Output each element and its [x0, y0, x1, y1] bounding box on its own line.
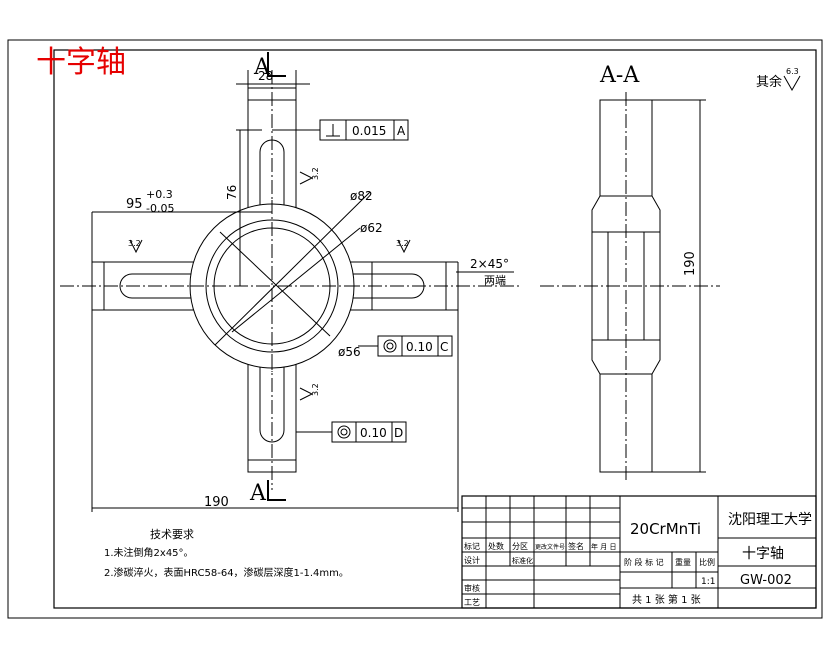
conc-c-value: 0.10: [406, 340, 433, 354]
tb-standard: 标准化: [512, 556, 533, 565]
dim-dia56: ø56: [338, 345, 361, 359]
dim-dia62: ø62: [360, 221, 383, 235]
inner-border: [53, 49, 817, 609]
tb-ratio: 比例: [699, 557, 715, 567]
title-block: [461, 495, 817, 609]
section-mark-top: A: [253, 55, 271, 80]
dim-both-ends: 两端: [484, 274, 506, 287]
dim-95: 95: [126, 197, 143, 212]
red-part-title: 十字轴: [36, 45, 126, 80]
tb-mark: 标记: [464, 541, 480, 551]
dim-tol-plus: +0.3: [146, 188, 173, 201]
hub-mid-circle: [205, 219, 339, 353]
tech-item-1: 1.未注倒角2x45°。: [104, 546, 194, 559]
tb-count: 处数: [488, 541, 504, 551]
tolerance-frame-perp: [319, 119, 409, 141]
surface-rest-symbol: [783, 75, 801, 92]
section-label: A-A: [599, 63, 640, 88]
tb-design: 设计: [464, 555, 480, 565]
roughness-left: 3.2: [128, 239, 141, 248]
dim-28: 28: [258, 69, 273, 83]
sheets-text: 共 1 张 第 1 张: [632, 593, 701, 606]
tb-stage-mark: 阶 段 标 记: [624, 557, 664, 567]
conc-d-datum: D: [394, 426, 403, 440]
tb-zone: 分区: [512, 542, 528, 551]
dia82-leader: [214, 191, 371, 346]
dim-190-bottom: 190: [204, 495, 229, 510]
tolerance-frame-conc-c: [377, 335, 453, 357]
tb-change-doc: 更改文件号: [535, 543, 565, 551]
roughness-right: 3.2: [396, 239, 409, 248]
left-arm: [91, 261, 206, 311]
perp-datum: A: [397, 124, 406, 138]
perp-value: 0.015: [352, 124, 386, 138]
conc-c-datum: C: [440, 340, 448, 354]
dia62-leader: [231, 227, 361, 333]
scale-value: 1:1: [701, 577, 715, 587]
dim-tol-minus: -0.05: [146, 202, 174, 215]
section-mark-bottom: A: [249, 481, 267, 506]
roughness-bottom: 3.2: [311, 383, 320, 396]
bottom-arm: [247, 354, 297, 473]
conc-d-value: 0.10: [360, 426, 387, 440]
tb-date: 年 月 日: [591, 542, 616, 551]
outer-border: [7, 39, 823, 619]
tech-heading: 技术要求: [150, 528, 194, 541]
roughness-top: 3.2: [311, 167, 320, 180]
tb-sign: 签名: [568, 541, 584, 551]
tolerance-frame-conc-d: [331, 421, 407, 443]
surface-rest-label: 其余: [756, 74, 782, 90]
dim-chamfer: 2×45°: [470, 257, 509, 271]
drawing-number: GW-002: [740, 573, 792, 588]
front-view: [60, 52, 520, 512]
roughness-symbols: [129, 171, 411, 401]
school-name: 沈阳理工大学: [728, 512, 812, 528]
material-text: 20CrMnTi: [630, 520, 701, 538]
dim-190-side: 190: [683, 251, 698, 276]
dim-dia82: ø82: [350, 189, 373, 203]
right-arm: [338, 261, 459, 311]
dim-76: 76: [225, 185, 239, 200]
dia56-leader: [219, 231, 331, 337]
section-view: [540, 92, 720, 480]
tb-review: 审核: [464, 583, 480, 593]
tb-process: 工艺: [464, 598, 480, 607]
surface-rest-value: 6.3: [786, 67, 799, 76]
tech-item-2: 2.渗碳淬火，表面HRC58-64，渗碳层深度1-1.4mm。: [104, 566, 349, 579]
tb-weight: 重量: [675, 557, 691, 567]
part-name: 十字轴: [742, 546, 784, 562]
